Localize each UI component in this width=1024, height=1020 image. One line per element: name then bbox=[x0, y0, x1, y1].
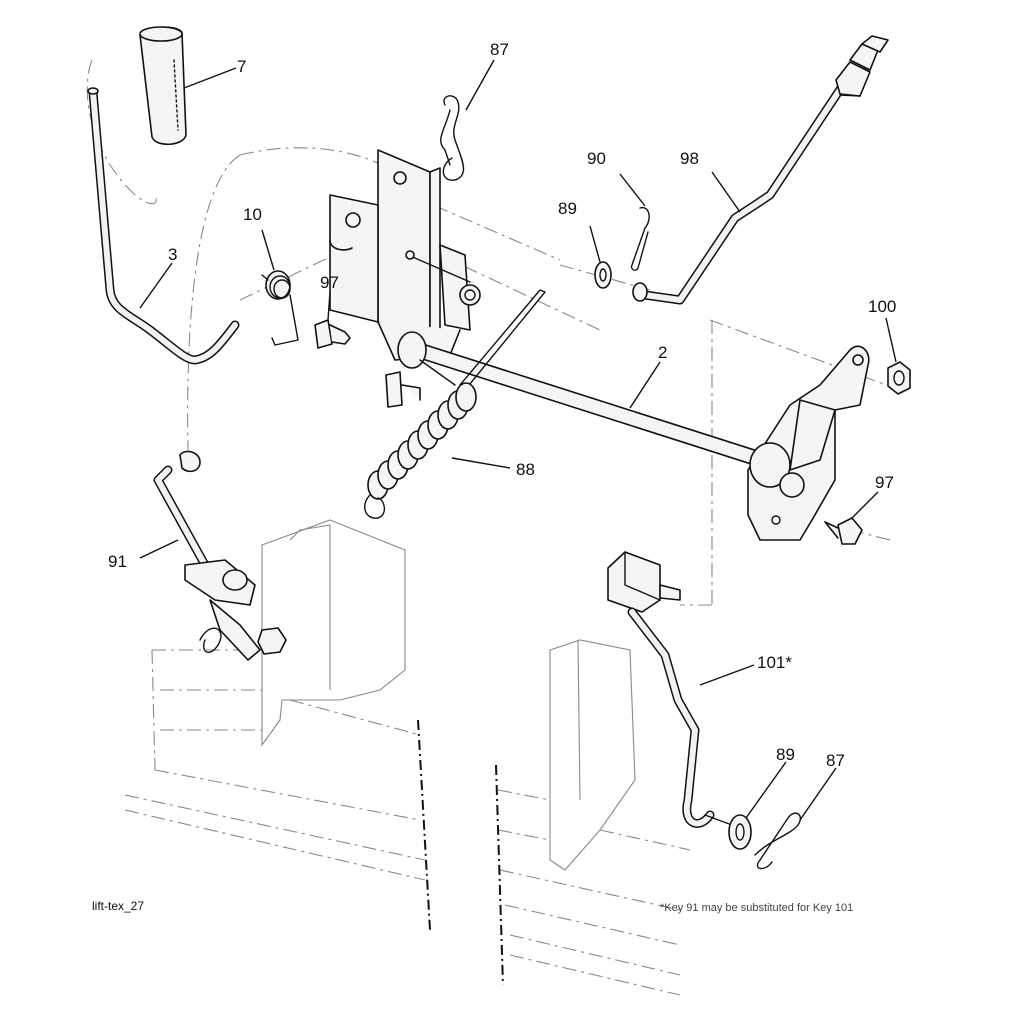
hair-pin-clip-87-bottom bbox=[754, 812, 802, 870]
washer-89-top bbox=[594, 261, 612, 289]
handle-grip-7 bbox=[139, 26, 187, 146]
main-lift-bracket bbox=[329, 149, 481, 408]
lift-handle-rod-3 bbox=[87, 87, 240, 365]
lift-link-101 bbox=[607, 551, 741, 829]
shoulder-bolt-97-right bbox=[824, 517, 863, 545]
callout-100: 100 bbox=[868, 297, 896, 316]
right-lift-arm bbox=[747, 345, 870, 541]
hair-pin-clip-87-top bbox=[440, 95, 465, 181]
callout-87-top: 87 bbox=[490, 40, 509, 59]
callout-87-bottom: 87 bbox=[826, 751, 845, 770]
lift-link-91 bbox=[153, 450, 287, 661]
callout-98: 98 bbox=[680, 149, 699, 168]
callout-2: 2 bbox=[658, 343, 667, 362]
hex-nut-100 bbox=[887, 361, 911, 395]
callout-97-left: 97 bbox=[320, 273, 339, 292]
callout-88: 88 bbox=[516, 460, 535, 479]
callout-10: 10 bbox=[243, 205, 262, 224]
callout-7: 7 bbox=[237, 57, 246, 76]
extension-spring-88 bbox=[364, 289, 546, 519]
lift-link-rod-98 bbox=[632, 35, 889, 305]
substitution-footnote: *Key 91 may be substituted for Key 101 bbox=[660, 902, 853, 914]
cotter-pin-90 bbox=[630, 206, 650, 271]
callout-labels: 7 87 10 3 97 89 90 98 100 2 88 97 91 101… bbox=[108, 40, 896, 770]
phantom-reference-lines bbox=[86, 59, 901, 606]
shoulder-bolt-97-left bbox=[314, 319, 351, 349]
callout-91: 91 bbox=[108, 552, 127, 571]
callout-90: 90 bbox=[587, 149, 606, 168]
callout-101: 101* bbox=[757, 653, 792, 672]
callout-3: 3 bbox=[168, 245, 177, 264]
callout-leader-lines bbox=[139, 59, 897, 821]
figure-id: lift-tex_27 bbox=[92, 899, 144, 913]
torsion-spring-10 bbox=[261, 270, 299, 346]
washer-89-bottom bbox=[728, 814, 752, 850]
callout-89-top: 89 bbox=[558, 199, 577, 218]
mower-deck-outline bbox=[124, 519, 691, 996]
callout-97-right: 97 bbox=[875, 473, 894, 492]
callout-89-bottom: 89 bbox=[776, 745, 795, 764]
